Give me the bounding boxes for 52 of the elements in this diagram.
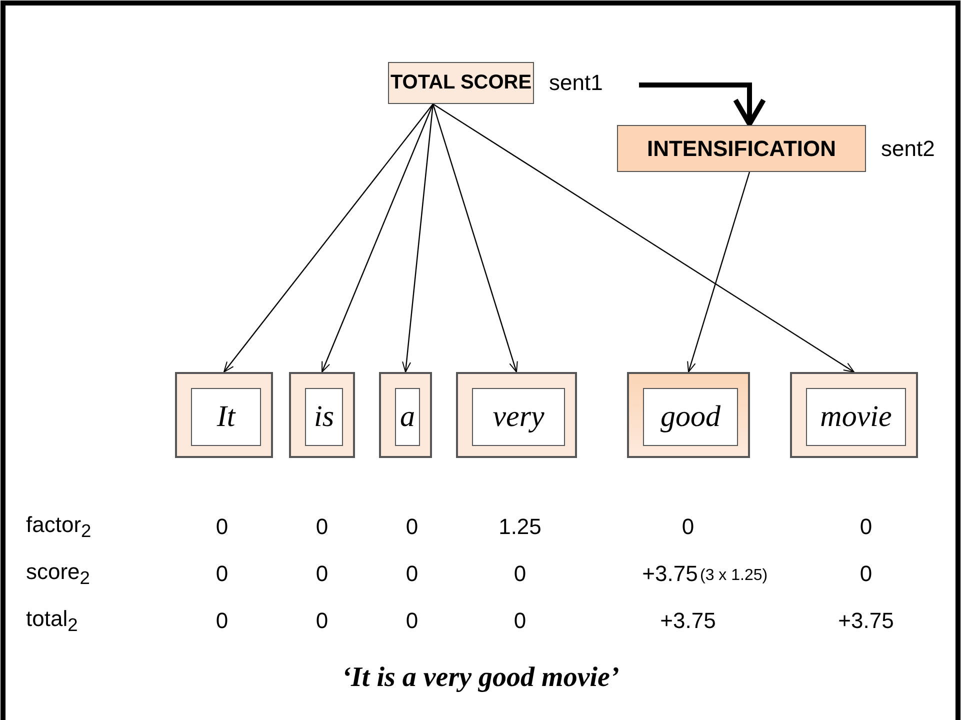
value-text: 0 [216,561,228,587]
word-frame [289,372,355,458]
word-box [643,388,738,446]
value-text: 0 [216,608,228,634]
arrow [321,104,434,372]
box-label: good [660,400,722,434]
value-text: +3.75 [660,608,716,634]
value-text: +3.75 [838,608,894,634]
word-frame [790,372,918,458]
arrow [432,104,854,372]
value-text: 0 [316,561,328,587]
value-text: 0 [682,514,694,540]
value-text: 0 [216,514,228,540]
word-box [472,388,565,446]
word-frame [175,372,273,458]
arrow [402,104,434,372]
row-label: factor$_{2}$ [26,512,92,542]
value-text: 0 [316,608,328,634]
word-frame [627,372,750,458]
calculation-note: (3 x 1.25) [700,566,768,585]
arrow [224,104,434,372]
box-label: It [216,400,237,434]
arrow [639,82,766,126]
word-box [305,388,343,446]
arrow [687,172,750,372]
value-text: 0 [406,608,418,634]
box-label: INTENSIFICATION [646,136,838,162]
word-frame [379,372,432,458]
value-text: 0 [514,608,526,634]
value-text: +3.75 [642,561,698,587]
value-text: 0 [406,561,418,587]
word-box [806,388,906,446]
caption: ‘It is a very good movie’ [340,662,620,694]
side-label: sent2 [881,136,935,162]
box-label: TOTAL SCORE [389,72,533,94]
word-box [395,388,420,446]
value-text: 0 [514,561,526,587]
word-box [191,388,261,446]
row-label: total$_{2}$ [26,606,78,636]
value-text: 0 [406,514,418,540]
arrow [432,104,518,372]
side-label: sent1 [549,70,603,96]
value-text: 1.25 [498,514,542,540]
box-label: is [312,400,335,434]
word-frame [456,372,577,458]
box-label: movie [819,400,893,434]
row-label: score$_{2}$ [26,558,90,590]
value-text: 0 [860,561,872,587]
box-label: a [399,400,416,434]
value-text: 0 [860,514,872,540]
value-text: 0 [316,514,328,540]
box-label: very [492,400,546,434]
